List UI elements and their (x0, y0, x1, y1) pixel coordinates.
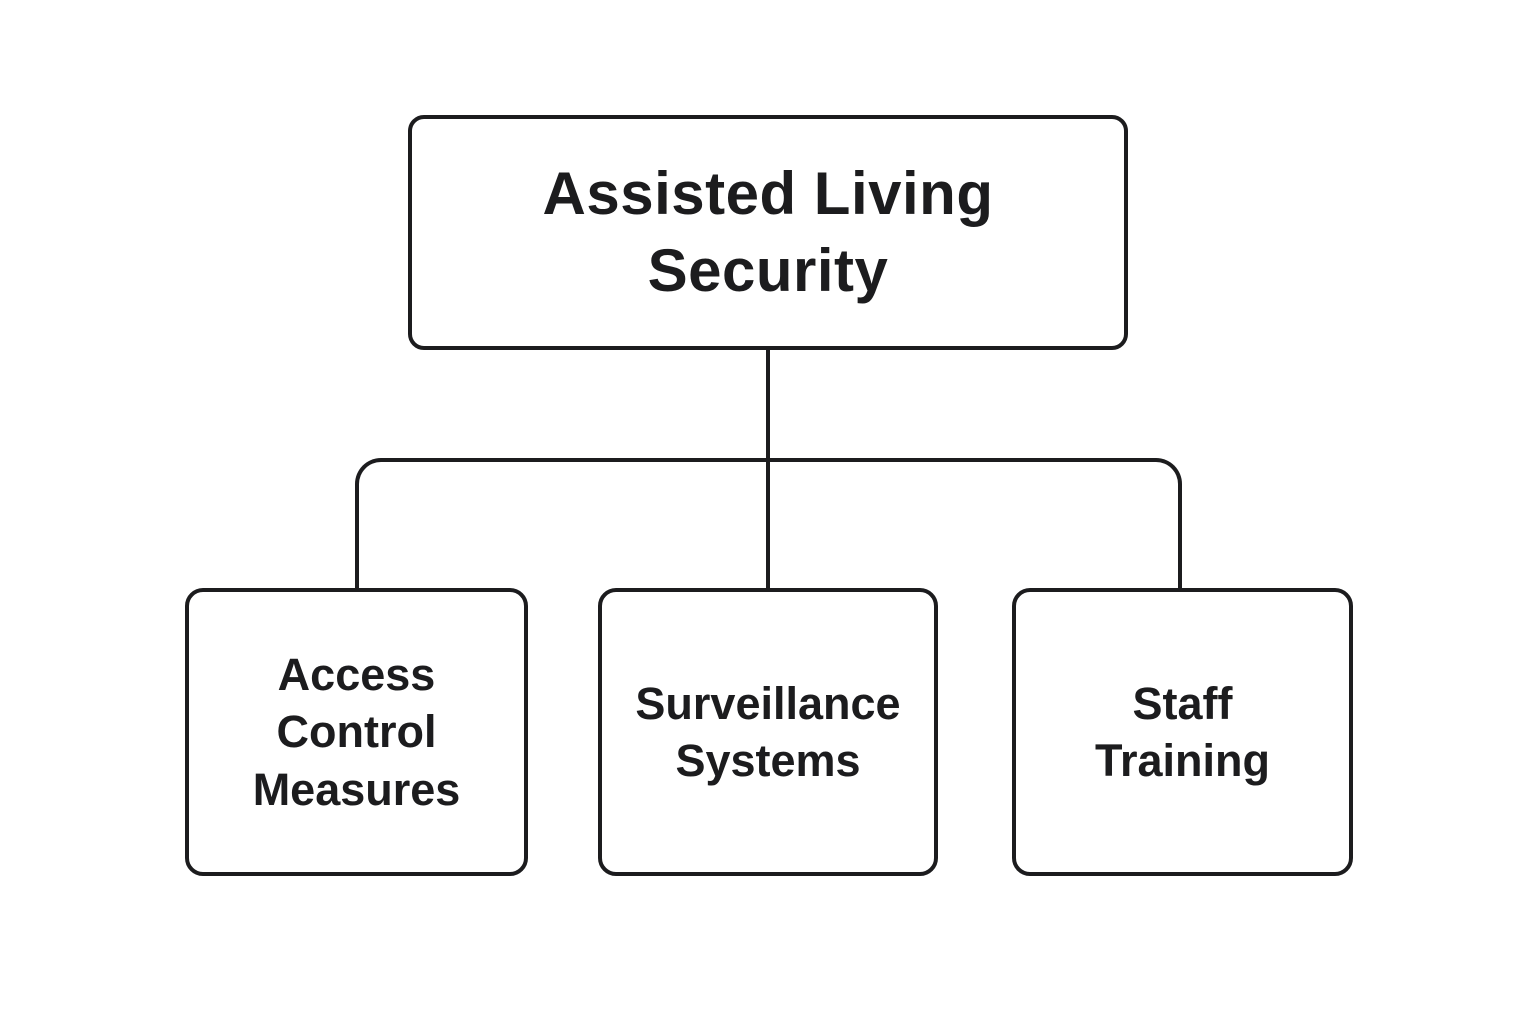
node-label-surveillance-systems: Surveillance Systems (635, 677, 901, 786)
connector-branch-left (355, 458, 768, 590)
node-label-staff-training: Staff Training (1094, 677, 1270, 786)
node-label-access-control-measures: Access Control Measures (252, 649, 461, 815)
node-staff-training: Staff Training (1012, 588, 1353, 876)
node-surveillance-systems: Surveillance Systems (598, 588, 938, 876)
node-access-control-measures: Access Control Measures (185, 588, 528, 876)
connector-root-stem (766, 350, 770, 590)
node-label-assisted-living-security: Assisted Living Security (542, 159, 994, 304)
connector-branch-right (768, 458, 1182, 590)
node-assisted-living-security: Assisted Living Security (408, 115, 1128, 350)
